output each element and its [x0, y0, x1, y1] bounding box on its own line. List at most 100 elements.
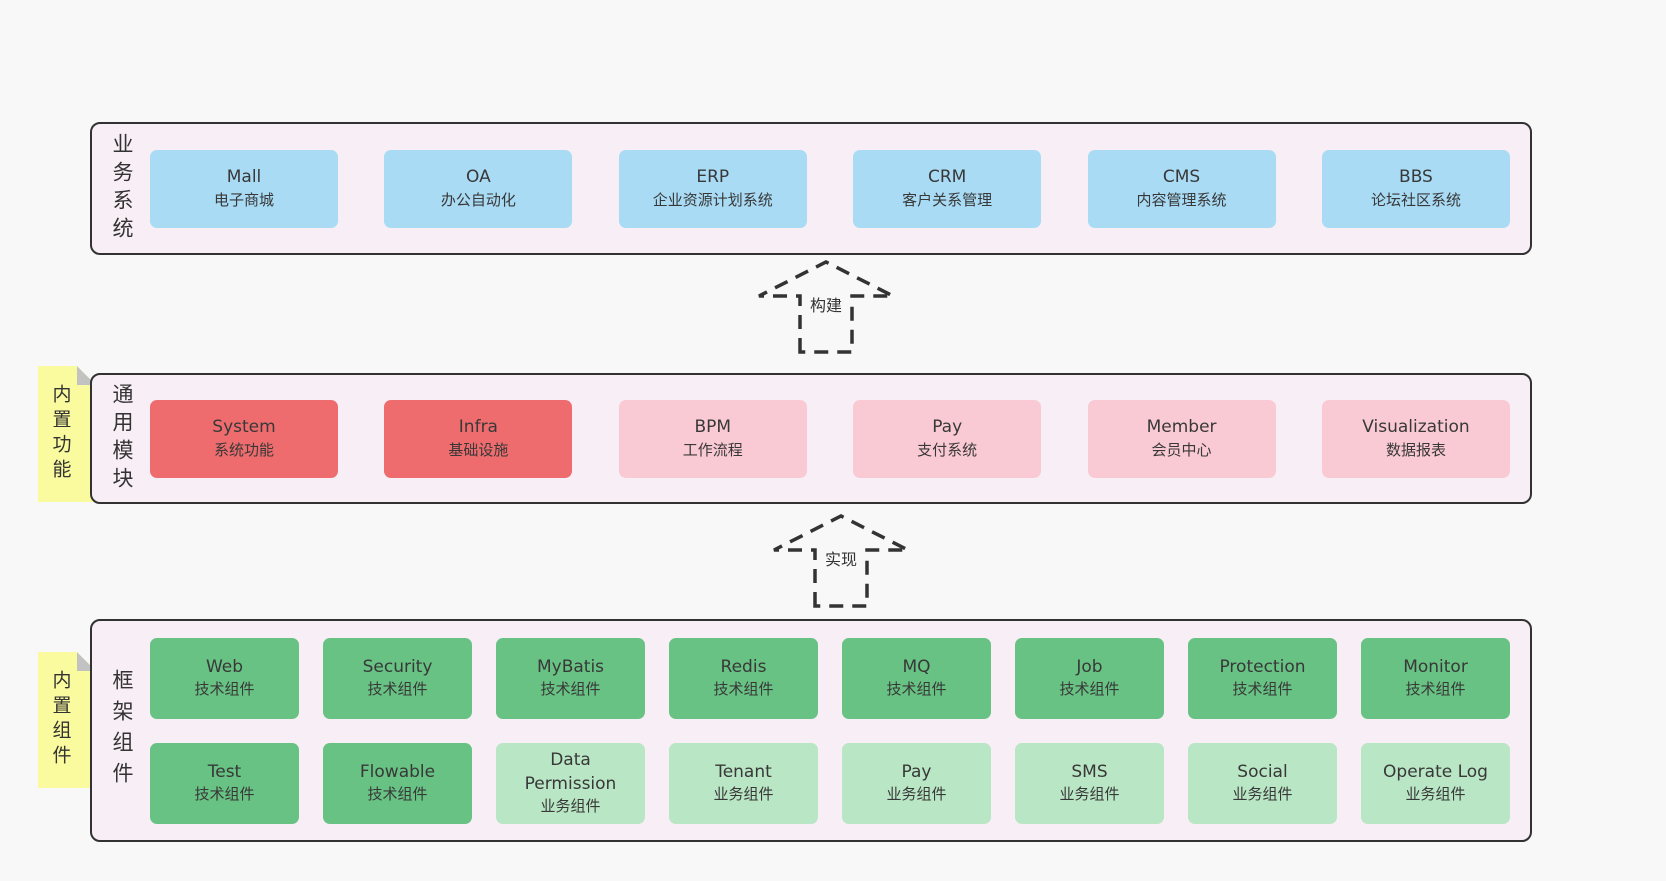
diagram-box: Tenant 业务组件: [669, 742, 818, 824]
box-title: Protection: [1219, 656, 1306, 677]
box-subtitle: 支付系统: [917, 440, 978, 459]
box-subtitle: 业务组件: [713, 785, 774, 804]
diagram-box: Web 技术组件: [150, 637, 299, 719]
box-title: CMS: [1162, 167, 1201, 188]
box-subtitle: 办公自动化: [440, 190, 516, 209]
box-title: Job: [1076, 656, 1103, 677]
diagram-box: MyBatis 技术组件: [496, 637, 645, 719]
box-title: Redis: [720, 656, 767, 677]
box-subtitle: 业务组件: [1232, 785, 1293, 804]
diagram-box: Monitor 技术组件: [1361, 637, 1510, 719]
box-title: Pay: [901, 761, 932, 782]
diagram-box: Flowable 技术组件: [323, 742, 472, 824]
box-title: MyBatis: [536, 656, 605, 677]
panel-label-framework-components: 框架组件: [110, 668, 134, 793]
up-arrow-build: 构建: [741, 260, 911, 354]
sticky-note-built-in-functions: 内置功能: [38, 366, 96, 502]
box-subtitle: 技术组件: [886, 680, 947, 699]
diagram-box: CRM 客户关系管理: [853, 149, 1042, 228]
diagram-box: Test 技术组件: [150, 742, 299, 824]
diagram-box: BPM 工作流程: [618, 399, 807, 478]
box-title: MQ: [902, 656, 931, 677]
box-subtitle: 客户关系管理: [902, 190, 993, 209]
box-subtitle: 业务组件: [886, 785, 947, 804]
box-title: Pay: [932, 417, 963, 438]
box-title: Web: [205, 656, 244, 677]
diagram-box: Infra 基础设施: [384, 399, 573, 478]
common-modules-row: System 系统功能 Infra 基础设施 BPM 工作流程 Pay: [150, 399, 1510, 478]
box-subtitle: 会员中心: [1151, 440, 1212, 459]
box-title: Tenant: [715, 761, 772, 782]
diagram-box: Social 业务组件: [1188, 742, 1337, 824]
diagram-box: Job 技术组件: [1015, 637, 1164, 719]
box-subtitle: 技术组件: [1232, 680, 1293, 699]
diagram-box: Mall 电子商城: [150, 149, 338, 228]
diagram-box: Operate Log 业务组件: [1361, 742, 1510, 824]
sticky-note-label: 内置功能: [49, 384, 72, 484]
framework-components-row-1: Web 技术组件 Security 技术组件 MyBatis 技术组件: [150, 637, 1510, 719]
box-title: SMS: [1071, 761, 1108, 782]
box-subtitle: 企业资源计划系统: [652, 190, 773, 209]
box-title: BPM: [694, 417, 732, 438]
diagram-box: OA 办公自动化: [384, 149, 573, 228]
box-subtitle: 技术组件: [713, 680, 774, 699]
panel-framework-components: 框架组件 Web 技术组件 Security 技术组件 MyBatis: [90, 619, 1532, 842]
box-subtitle: 业务组件: [1059, 785, 1120, 804]
diagram-box: Pay 支付系统: [853, 399, 1042, 478]
diagram-box: Pay 业务组件: [842, 742, 991, 824]
box-subtitle: 技术组件: [194, 785, 255, 804]
box-subtitle: 业务组件: [1405, 785, 1466, 804]
up-arrow-implement: 实现: [756, 514, 926, 608]
box-subtitle: 技术组件: [194, 680, 255, 699]
box-subtitle: 数据报表: [1385, 440, 1446, 459]
box-subtitle: 基础设施: [448, 440, 509, 459]
dashed-up-arrow-icon: [758, 260, 894, 354]
box-title: Test: [207, 761, 242, 782]
box-title: Social: [1237, 761, 1288, 782]
diagram-box: Redis 技术组件: [669, 637, 818, 719]
diagram-box: System 系统功能: [150, 399, 338, 478]
box-subtitle: 技术组件: [1059, 680, 1120, 699]
box-title: Flowable: [359, 761, 436, 782]
diagram-box: Visualization 数据报表: [1321, 399, 1510, 478]
arrow-label-implement: 实现: [824, 550, 857, 569]
dashed-up-arrow-icon: [773, 514, 909, 608]
box-subtitle: 技术组件: [367, 680, 428, 699]
box-title: Mall: [226, 167, 262, 188]
diagram-box: Data Permission 业务组件: [496, 742, 645, 824]
box-title: ERP: [696, 167, 730, 188]
arrow-label-build: 构建: [809, 296, 842, 315]
box-title: Security: [362, 656, 433, 677]
box-subtitle: 工作流程: [682, 440, 743, 459]
box-subtitle: 技术组件: [1405, 680, 1466, 699]
box-subtitle: 论坛社区系统: [1370, 190, 1461, 209]
diagram-box: BBS 论坛社区系统: [1321, 149, 1510, 228]
box-title: Data Permission: [524, 749, 617, 794]
box-subtitle: 业务组件: [540, 797, 601, 816]
sticky-note-built-in-components: 内置组件: [38, 652, 96, 788]
panel-common-modules: 通用模块 System 系统功能 Infra 基础设施 BPM: [90, 373, 1532, 504]
box-title: Member: [1146, 417, 1217, 438]
box-subtitle: 技术组件: [540, 680, 601, 699]
box-title: System: [212, 417, 276, 438]
diagram-box: Protection 技术组件: [1188, 637, 1337, 719]
diagram-box: SMS 业务组件: [1015, 742, 1164, 824]
box-subtitle: 系统功能: [213, 440, 274, 459]
box-title: CRM: [927, 167, 967, 188]
sticky-note-label: 内置组件: [49, 670, 72, 770]
diagram-box: ERP 企业资源计划系统: [618, 149, 807, 228]
box-title: OA: [466, 167, 491, 188]
diagram-box: Member 会员中心: [1087, 399, 1276, 478]
box-title: Visualization: [1362, 417, 1470, 438]
panel-label-common-modules: 通用模块: [110, 382, 134, 495]
box-subtitle: 技术组件: [367, 785, 428, 804]
diagram-box: Security 技术组件: [323, 637, 472, 719]
box-subtitle: 内容管理系统: [1136, 190, 1227, 209]
box-title: Infra: [458, 417, 498, 438]
diagram-box: CMS 内容管理系统: [1087, 149, 1276, 228]
business-systems-row: Mall 电子商城 OA 办公自动化 ERP 企业资源计划系统 CRM: [150, 149, 1510, 228]
panel-label-business-systems: 业务系统: [110, 132, 134, 245]
framework-components-row-2: Test 技术组件 Flowable 技术组件 Data Permission …: [150, 742, 1510, 824]
box-title: Monitor: [1403, 656, 1468, 677]
